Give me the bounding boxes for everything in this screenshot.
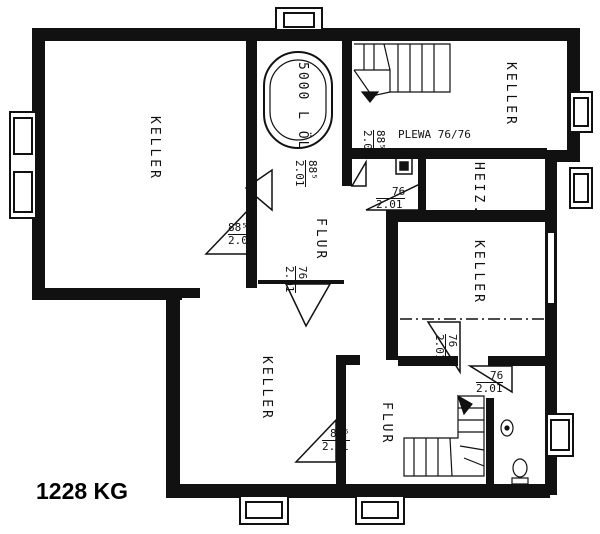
- staircase-upper: [353, 43, 451, 103]
- plewa-label: PLEWA 76/76: [398, 128, 471, 141]
- door-label-7: 76 2.01: [476, 370, 504, 395]
- door-label-1: 88⁵ 2.01: [293, 160, 319, 187]
- windows: [9, 7, 593, 525]
- room-label-keller-left: KELLER: [147, 116, 162, 181]
- room-label-flur-upper: FLUR: [313, 218, 328, 262]
- room-label-keller-mid-right: KELLER: [471, 240, 486, 305]
- door-height: 2.01: [228, 234, 255, 247]
- door-label-6: 76 2.01: [433, 334, 459, 361]
- plewa-unit: [395, 157, 413, 175]
- door-label-8: 88⁵ 2.01: [322, 428, 350, 453]
- door-width: 76: [476, 370, 504, 383]
- door-height: 2.01: [433, 334, 446, 361]
- room-label-heiz: HEIZ.: [471, 162, 486, 217]
- door-width: 76: [295, 266, 309, 293]
- door-width: 88⁵: [373, 130, 387, 157]
- door-width: 88⁵: [305, 160, 319, 187]
- door-height: 2.01: [361, 130, 374, 157]
- room-label-keller-bottom-left: KELLER: [259, 356, 274, 421]
- door-height: 2.01: [376, 198, 403, 211]
- oil-tank-label: 5000 L ÖL: [295, 62, 310, 151]
- door-swings: [204, 159, 513, 463]
- door-label-2: 88⁵ 2.01: [228, 222, 255, 247]
- door-width: 88⁵: [228, 222, 255, 235]
- door-width: 88⁵: [322, 428, 350, 441]
- door-height: 2.01: [283, 266, 296, 293]
- door-width: 76: [445, 334, 459, 361]
- door-width: 76: [376, 186, 406, 199]
- room-label-keller-top-right: KELLER: [503, 62, 518, 127]
- door-height: 2.01: [476, 382, 503, 395]
- door-height: 2.01: [322, 440, 349, 453]
- room-label-flur-lower: FLUR: [379, 402, 394, 446]
- door-height: 2.01: [293, 160, 306, 187]
- oil-tank: [263, 51, 333, 149]
- fixtures: [500, 419, 529, 485]
- door-label-3: 88⁵ 2.01: [361, 130, 387, 157]
- staircase-lower: [403, 394, 485, 477]
- inner-walls: [180, 28, 548, 495]
- plan-title: 1228 KG: [36, 478, 129, 504]
- door-label-5: 76 2.01: [283, 266, 309, 293]
- door-label-4: 76 2.01: [376, 186, 406, 211]
